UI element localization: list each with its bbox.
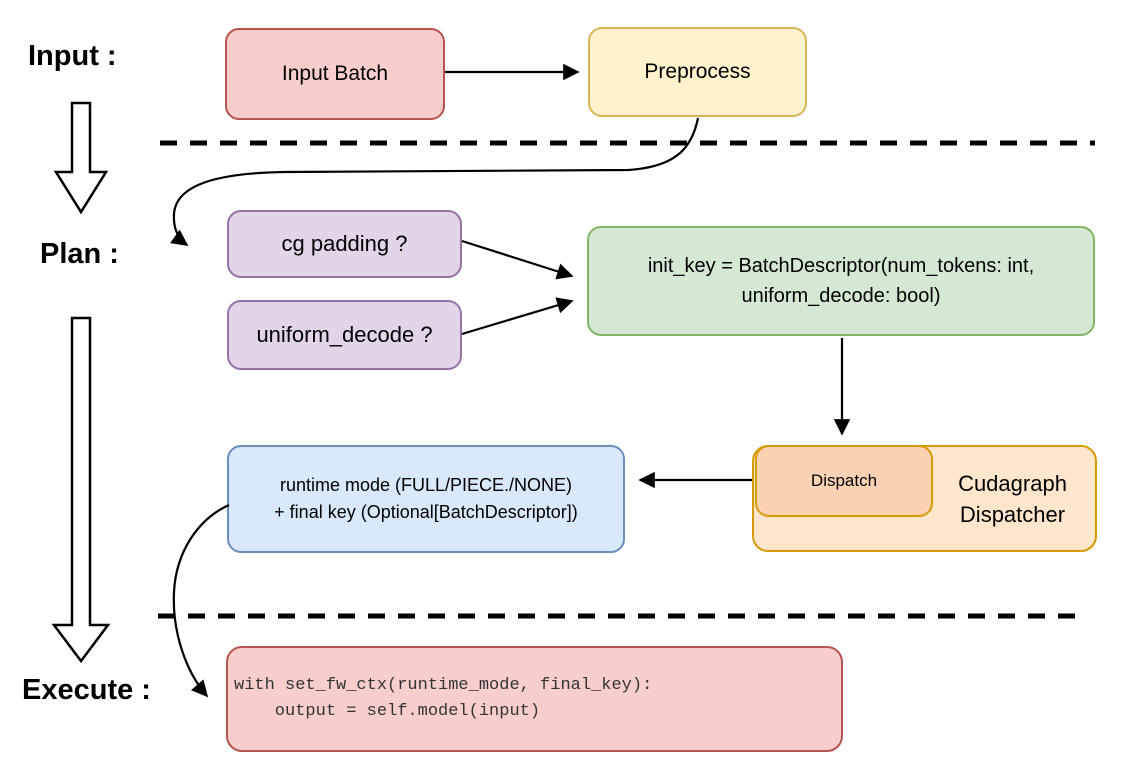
edge-runtime-mode-to-execute-code xyxy=(172,503,230,698)
node-uniform-decode-label: uniform_decode ? xyxy=(256,322,433,348)
node-uniform-decode: uniform_decode ? xyxy=(227,300,462,370)
node-dispatch: Dispatch xyxy=(755,445,933,517)
node-preprocess: Preprocess xyxy=(588,27,807,117)
node-init-key-line1: init_key = BatchDescriptor(num_tokens: i… xyxy=(647,255,1035,277)
node-cg-padding-label: cg padding ? xyxy=(281,231,408,257)
execute-code-line1: with set_fw_ctx(runtime_mode, final_key)… xyxy=(234,676,653,695)
node-init-key-line2: uniform_decode: bool) xyxy=(741,285,941,307)
node-init-key: init_key = BatchDescriptor(num_tokens: i… xyxy=(587,226,1095,336)
edge-cg-padding-to-init-key xyxy=(461,239,574,280)
plan-section-label: Plan : xyxy=(40,238,119,270)
input-flow-arrow xyxy=(53,101,109,215)
input-section-label: Input : xyxy=(28,40,117,72)
execute-section-label: Execute : xyxy=(22,674,151,706)
cudagraph-dispatcher-line1: Cudagraph xyxy=(958,470,1067,496)
cudagraph-dispatcher-label: Cudagraph Dispatcher xyxy=(928,445,1097,552)
execute-code-line2: output = self.model(input) xyxy=(234,702,541,721)
node-execute-code: with set_fw_ctx(runtime_mode, final_key)… xyxy=(226,646,843,752)
plan-flow-arrow xyxy=(51,316,111,664)
node-runtime-mode: runtime mode (FULL/PIECE./NONE) + final … xyxy=(227,445,625,553)
node-preprocess-label: Preprocess xyxy=(644,59,751,83)
node-input-batch-label: Input Batch xyxy=(281,61,389,85)
node-input-batch: Input Batch xyxy=(225,28,445,120)
node-runtime-mode-line2: + final key (Optional[BatchDescriptor]) xyxy=(274,502,578,522)
edge-uniform-decode-to-init-key xyxy=(461,297,574,336)
cudagraph-dispatcher-line2: Dispatcher xyxy=(959,501,1066,527)
node-dispatch-label: Dispatch xyxy=(810,471,878,491)
node-runtime-mode-line1: runtime mode (FULL/PIECE./NONE) xyxy=(279,475,573,495)
node-cg-padding: cg padding ? xyxy=(227,210,462,278)
